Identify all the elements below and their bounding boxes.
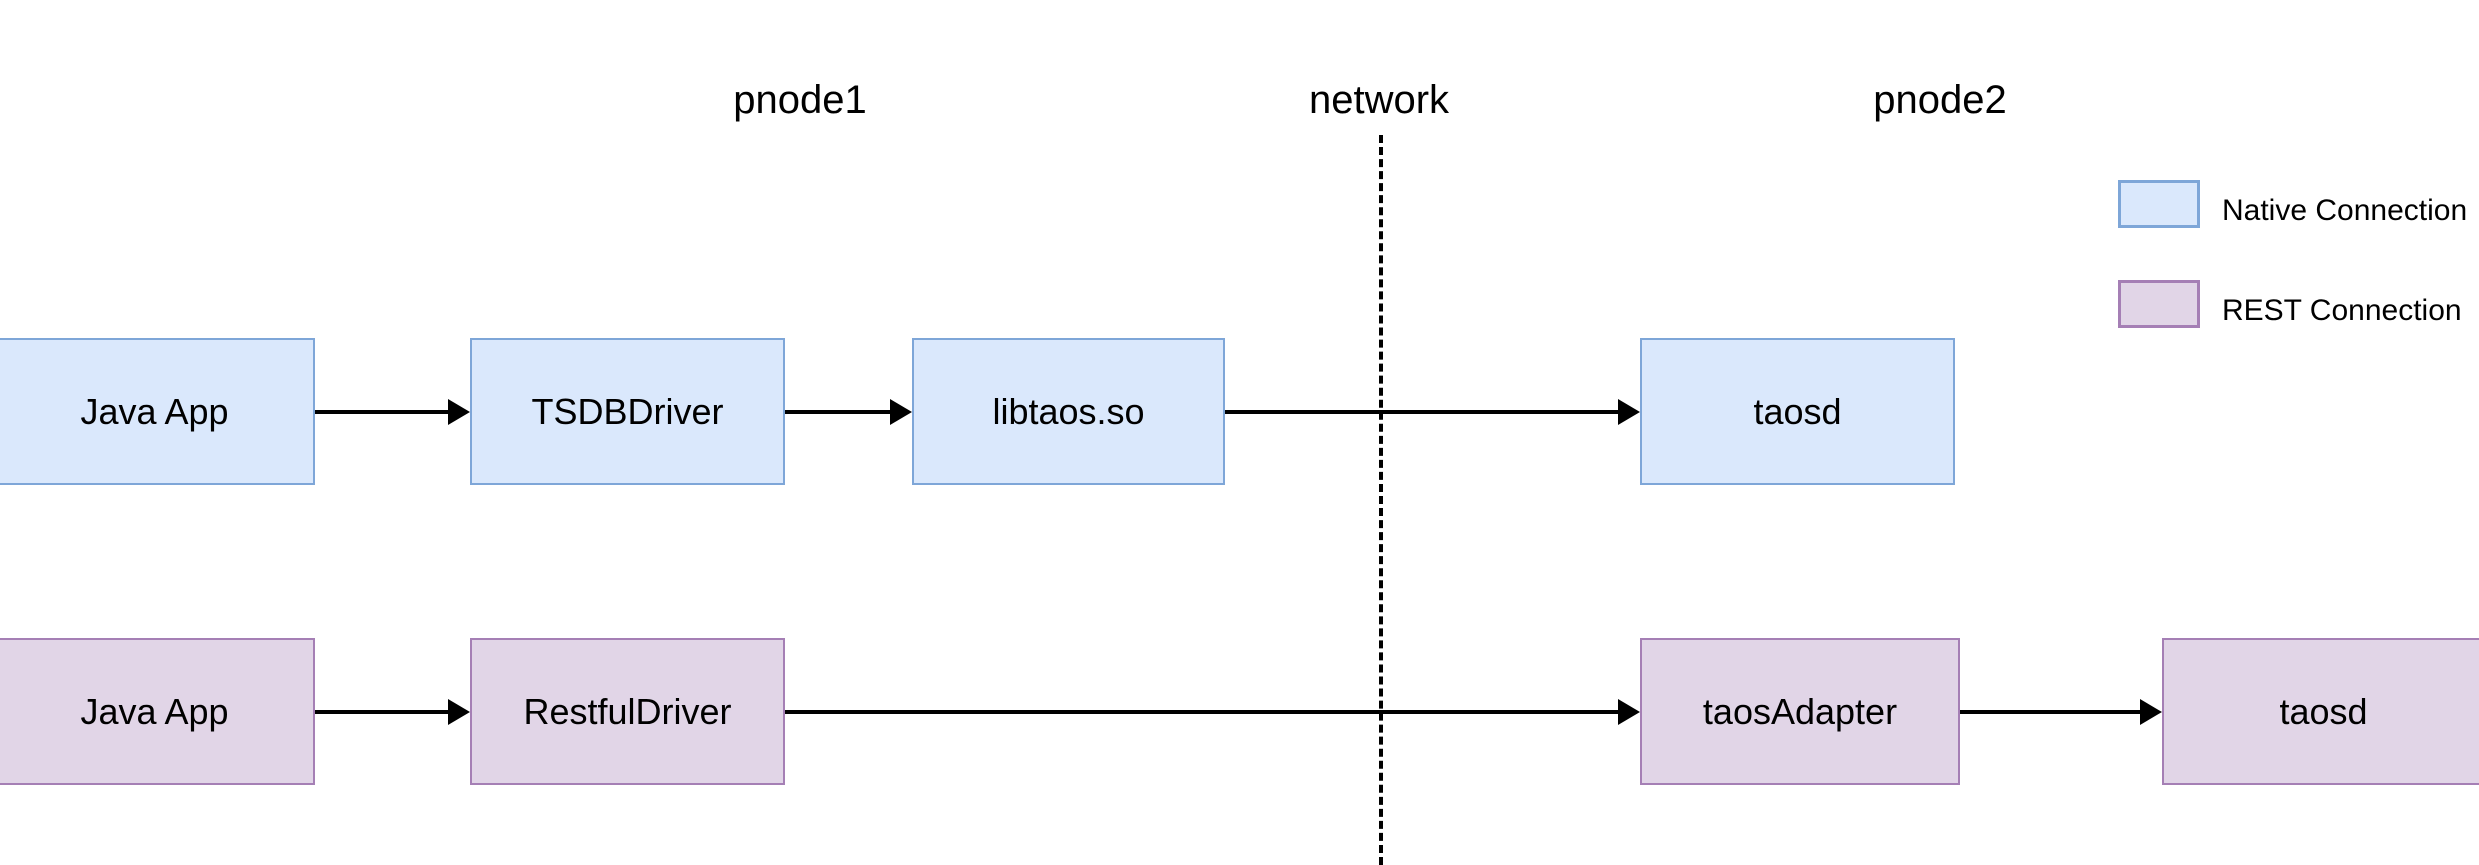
zone-label-pnode1: pnode1	[733, 78, 867, 122]
arrow-head-taosadapter-to-taosd	[2140, 699, 2162, 725]
node-restfuldriver[interactable]: RestfulDriver	[470, 638, 785, 785]
zone-label-network: network	[1308, 78, 1450, 122]
legend-swatch-rest-connection	[2118, 280, 2200, 328]
connector-restfuldriver-to-taosadapter	[785, 710, 1618, 714]
connector-tsdbdriver-to-libtaos	[785, 410, 890, 414]
arrow-head-libtaos-to-taosd	[1618, 399, 1640, 425]
arrow-head-javaapp-to-tsdbdriver	[448, 399, 470, 425]
node-taosadapter[interactable]: taosAdapter	[1640, 638, 1960, 785]
legend-swatch-native-connection	[2118, 180, 2200, 228]
arrow-head-javaapp-to-restfuldriver	[448, 699, 470, 725]
legend-label-native-connection: Native Connection	[2222, 194, 2468, 227]
connector-taosadapter-to-taosd	[1960, 710, 2140, 714]
connector-libtaos-to-taosd	[1225, 410, 1618, 414]
arrow-head-tsdbdriver-to-libtaos	[890, 399, 912, 425]
zone-label-pnode2: pnode2	[1873, 78, 2007, 122]
network-divider-line	[1379, 135, 1383, 865]
connector-javaapp-to-tsdbdriver	[315, 410, 448, 414]
node-java-app-rest[interactable]: Java App	[0, 638, 315, 785]
node-libtaos-so[interactable]: libtaos.so	[912, 338, 1225, 485]
node-tsdbdriver[interactable]: TSDBDriver	[470, 338, 785, 485]
connector-javaapp-to-restfuldriver	[315, 710, 448, 714]
node-taosd-rest[interactable]: taosd	[2162, 638, 2479, 785]
node-java-app-native[interactable]: Java App	[0, 338, 315, 485]
arrow-head-restfuldriver-to-taosadapter	[1618, 699, 1640, 725]
node-taosd-native[interactable]: taosd	[1640, 338, 1955, 485]
legend-label-rest-connection: REST Connection	[2222, 294, 2462, 327]
